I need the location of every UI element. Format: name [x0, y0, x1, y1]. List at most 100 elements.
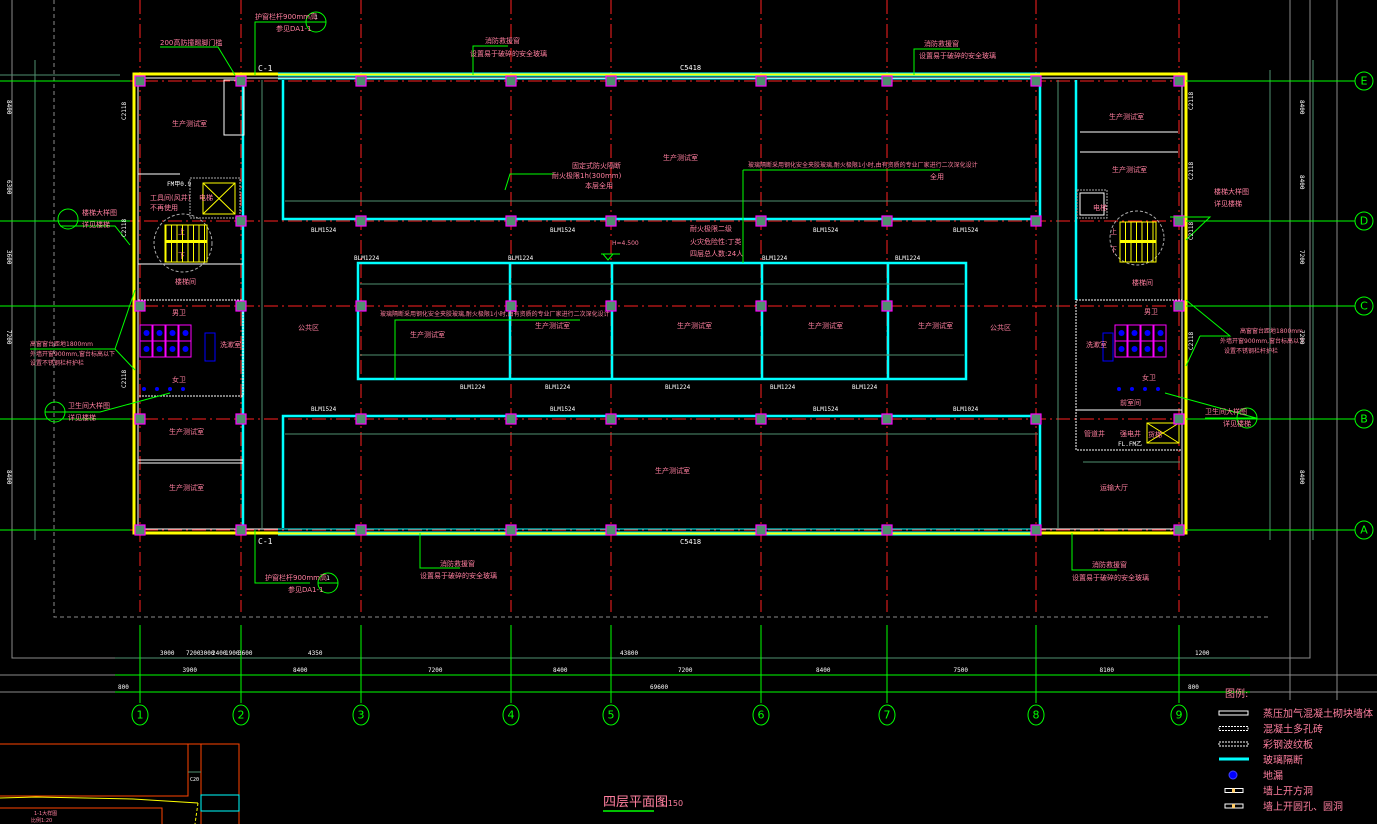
dimension-value: 1900: [225, 650, 240, 657]
door-tag: BLM1024: [953, 406, 979, 413]
wall-symbol-icon: [1218, 710, 1249, 716]
column: [235, 300, 247, 312]
column: [134, 413, 146, 425]
door-tag: BLM1224: [545, 384, 571, 391]
legend-item: 墙上开方洞: [1224, 785, 1313, 798]
room-label: 生产测试室: [1109, 112, 1144, 121]
room-label: 管道井: [1084, 429, 1105, 438]
left-stair: [153, 213, 213, 273]
axis-bubble-7: [878, 704, 896, 726]
toilet-stall: [1114, 340, 1128, 358]
door-tag: BLM1524: [813, 227, 839, 234]
window-tag: C2118: [1188, 222, 1195, 240]
note: 外墙开窗900mm,窗台标高以下: [1220, 337, 1305, 345]
dimension-value: 800: [1188, 684, 1199, 691]
door-tag: BLM1224: [665, 384, 691, 391]
toilet-icon: [1157, 346, 1164, 352]
floor-drain-icon: [1228, 770, 1238, 780]
column: [505, 524, 517, 536]
door-tags: BLM1524 BLM1524 BLM1524 BLM1524 BLM1224 …: [311, 227, 979, 413]
toilet-icon: [1144, 330, 1151, 336]
door-tag: BLM1224: [354, 255, 380, 262]
room-label: 工具间(风井): [150, 193, 191, 202]
room-label: 电梯: [1093, 203, 1107, 212]
note: 设置易于破碎的安全玻璃: [420, 571, 497, 580]
toilet-stall: [178, 340, 192, 358]
interior-dimensions: [261, 80, 1180, 528]
column: [1173, 75, 1185, 87]
axis-bubble-E: [1354, 71, 1374, 91]
note: 参见DA1-1: [288, 585, 324, 594]
toilet-icon: [143, 330, 150, 336]
room-label: 楼梯间: [1132, 278, 1153, 287]
axis-bubble-B: [1354, 409, 1374, 429]
dimension-value: 8400: [1298, 470, 1305, 485]
axis-label: 8: [1033, 709, 1040, 722]
column: [505, 413, 517, 425]
curtain-wall-length: C5418: [680, 64, 701, 72]
right-freight-elevator: [1146, 422, 1180, 444]
left-toilets: [139, 324, 216, 391]
toilet-stall: [139, 340, 153, 358]
room-label: 生产测试室: [535, 321, 570, 330]
axis-label: E: [1361, 75, 1368, 88]
room-label: 生产测试室: [172, 119, 207, 128]
legend-label: 蒸压加气混凝土砌块墙体: [1263, 707, 1373, 720]
dimension-value: 6300: [5, 180, 12, 195]
room-label: 女卫: [1142, 373, 1156, 382]
leader-lines: [30, 21, 1257, 584]
detail-bubble-right-wc: [1236, 407, 1258, 429]
window-tag: C2118: [121, 219, 128, 237]
toilet-icon: [1118, 346, 1125, 352]
room-label: 生产测试室: [655, 466, 690, 475]
glass-symbol-icon: [1219, 757, 1249, 761]
column: [881, 215, 893, 227]
dimension-value: 7200: [1298, 250, 1305, 265]
note: 火灾危险性:丁类: [690, 237, 741, 246]
column: [505, 300, 517, 312]
column: [235, 413, 247, 425]
drawing-title: 四层平面图 1:150: [603, 795, 683, 812]
note: 高窗窗台距地1800mm: [30, 340, 93, 348]
dimension-value: 3000: [200, 650, 215, 657]
room-label: 生产测试室: [1112, 165, 1147, 174]
dimension-value: 69600: [650, 684, 668, 691]
legend-label: 混凝土多孔砖: [1263, 723, 1323, 736]
room-label: 生产测试室: [677, 321, 712, 330]
column: [355, 413, 367, 425]
stair-down-label: 下: [178, 252, 185, 260]
door-tag: BLM1524: [311, 406, 337, 413]
stair-up-label: 上: [178, 227, 185, 236]
column: [235, 215, 247, 227]
dimension-lines: [0, 60, 1314, 693]
wall-symbol-icon: [1218, 741, 1249, 747]
urinal-icon: [168, 387, 172, 391]
dimension-value: 8400: [553, 667, 568, 674]
column: [1030, 215, 1042, 227]
door-tag: BLM1224: [762, 255, 788, 262]
note: 卫生间大样图: [68, 401, 110, 410]
column: [1173, 215, 1185, 227]
drawing-scale: 1:150: [660, 799, 683, 808]
axis-label: B: [1360, 413, 1368, 426]
door-label: FL.FM乙: [1118, 441, 1142, 448]
axis-label: 1: [137, 709, 144, 722]
note: 详见楼梯: [68, 413, 96, 422]
urinal-icon: [181, 387, 185, 391]
room-label: 强电井: [1120, 429, 1141, 438]
legend-label: 彩钢波纹板: [1263, 738, 1313, 751]
bubble-num: 1: [326, 575, 330, 582]
note: 详见楼梯: [1223, 419, 1251, 428]
room-label: 楼梯间: [175, 277, 196, 286]
column: [134, 300, 146, 312]
column: [605, 300, 617, 312]
dimension-value: 7200: [428, 667, 443, 674]
axis-bubble-C: [1354, 296, 1374, 316]
column: [755, 524, 767, 536]
column: [1173, 524, 1185, 536]
room-label: 洗漱室: [220, 340, 241, 349]
detail-bubble-top: 1: [305, 11, 327, 33]
note: 设置易于破碎的安全玻璃: [919, 51, 996, 60]
glass-partitions: [241, 80, 1078, 528]
axis-bubble-5: [602, 704, 620, 726]
